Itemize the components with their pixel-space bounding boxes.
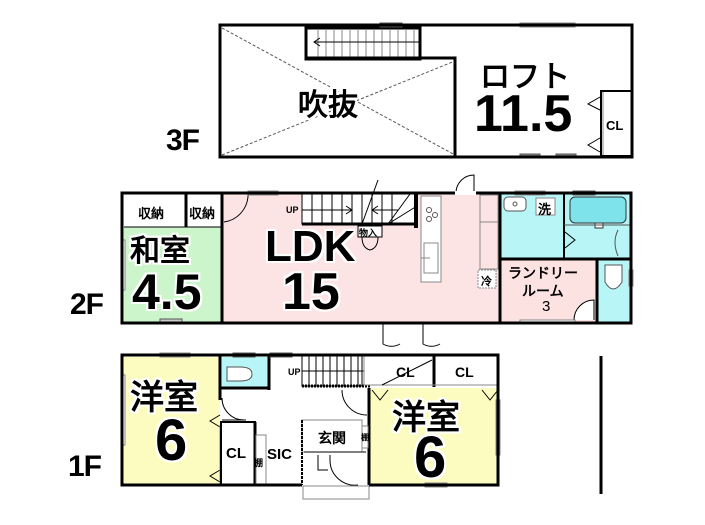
room-laundry-name-line1: ランドリー <box>508 266 578 282</box>
room-yoshitsu-left-size: 6 <box>155 408 188 473</box>
washer-label: 洗 <box>538 203 552 218</box>
storage-1-label: 収納 <box>138 207 165 222</box>
room-loft-size: 11.5 <box>474 85 573 143</box>
room-loft-name: ロフト <box>480 60 570 95</box>
room-washitsu-name: 和室 <box>130 234 190 269</box>
room-ldk-name: LDK <box>265 222 356 271</box>
closet-3f-label: CL <box>606 118 624 133</box>
floor-3f-plan <box>218 22 634 159</box>
storage-2-label: 収納 <box>189 207 216 222</box>
genkan-shelf-label: 棚 <box>361 433 369 442</box>
sic-shelf-label: 棚 <box>254 459 264 469</box>
room-washitsu-size: 4.5 <box>132 264 202 320</box>
room-fukinuke-name: 吹抜 <box>298 88 358 123</box>
closet-1f-right1-label: CL <box>396 364 415 380</box>
closet-1f-left-label: CL <box>226 445 246 462</box>
room-laundry-size: 3 <box>542 298 551 315</box>
genkan-label: 玄関 <box>318 431 346 447</box>
monoire-label: 物入 <box>359 229 378 239</box>
stairs-2f-up-label: UP <box>286 205 299 215</box>
room-yoshitsu-right-size: 6 <box>414 425 447 490</box>
room-ldk-size: 15 <box>282 263 340 321</box>
floor-label-3f: 3F <box>166 124 200 157</box>
fridge-label: 冷 <box>481 275 492 288</box>
stairs-1f-up-label: UP <box>288 367 301 377</box>
floor-2f-plan <box>120 174 634 347</box>
floor-label-2f: 2F <box>70 288 104 321</box>
room-yoshitsu-left-name: 洋室 <box>130 378 198 418</box>
closet-1f-right2-label: CL <box>455 364 474 380</box>
room-laundry-name-line2: ルーム <box>522 284 564 300</box>
floor-1f-plan <box>120 352 603 500</box>
floor-label-1f: 1F <box>68 450 102 483</box>
room-yoshitsu-right-name: 洋室 <box>392 398 460 438</box>
sic-label: SIC <box>267 446 293 463</box>
